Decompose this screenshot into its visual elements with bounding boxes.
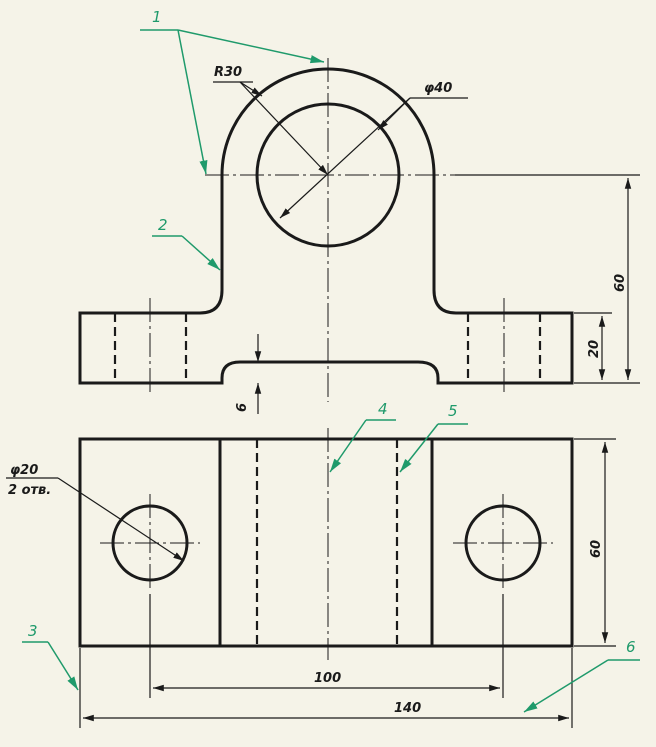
callout-6: 6: [626, 638, 636, 656]
spacing-label: 100: [314, 671, 341, 686]
hole-count-label: 2 отв.: [8, 483, 51, 498]
hole-leader: [57, 477, 185, 562]
base-height-label: 20: [587, 340, 602, 358]
bore-diameter-label: φ40: [424, 81, 452, 96]
overall-length-label: 140: [394, 701, 421, 716]
callout-1: 1: [152, 8, 162, 26]
top-view: [78, 428, 574, 660]
hole-diameter-label: φ20: [10, 463, 38, 478]
height-label: 60: [613, 274, 628, 292]
callout-3: 3: [28, 622, 38, 640]
front-dimensions: R30 φ40 60 20 6: [213, 65, 640, 414]
front-view: [78, 58, 574, 402]
depth-label: 60: [589, 540, 604, 558]
callout-2: 2: [158, 216, 168, 234]
callout-5: 5: [448, 402, 458, 420]
callouts: 1 2 3 4 5 6: [22, 8, 640, 713]
callout-4: 4: [378, 400, 388, 418]
top-outline: [78, 437, 574, 648]
front-outline: [78, 67, 574, 385]
radius-label: R30: [214, 65, 242, 80]
top-dimensions: φ20 2 отв. 60 100 140: [6, 438, 616, 728]
diameter-leader: [279, 97, 411, 219]
recess-depth-label: 6: [235, 403, 250, 412]
radius-leader: [239, 81, 329, 176]
